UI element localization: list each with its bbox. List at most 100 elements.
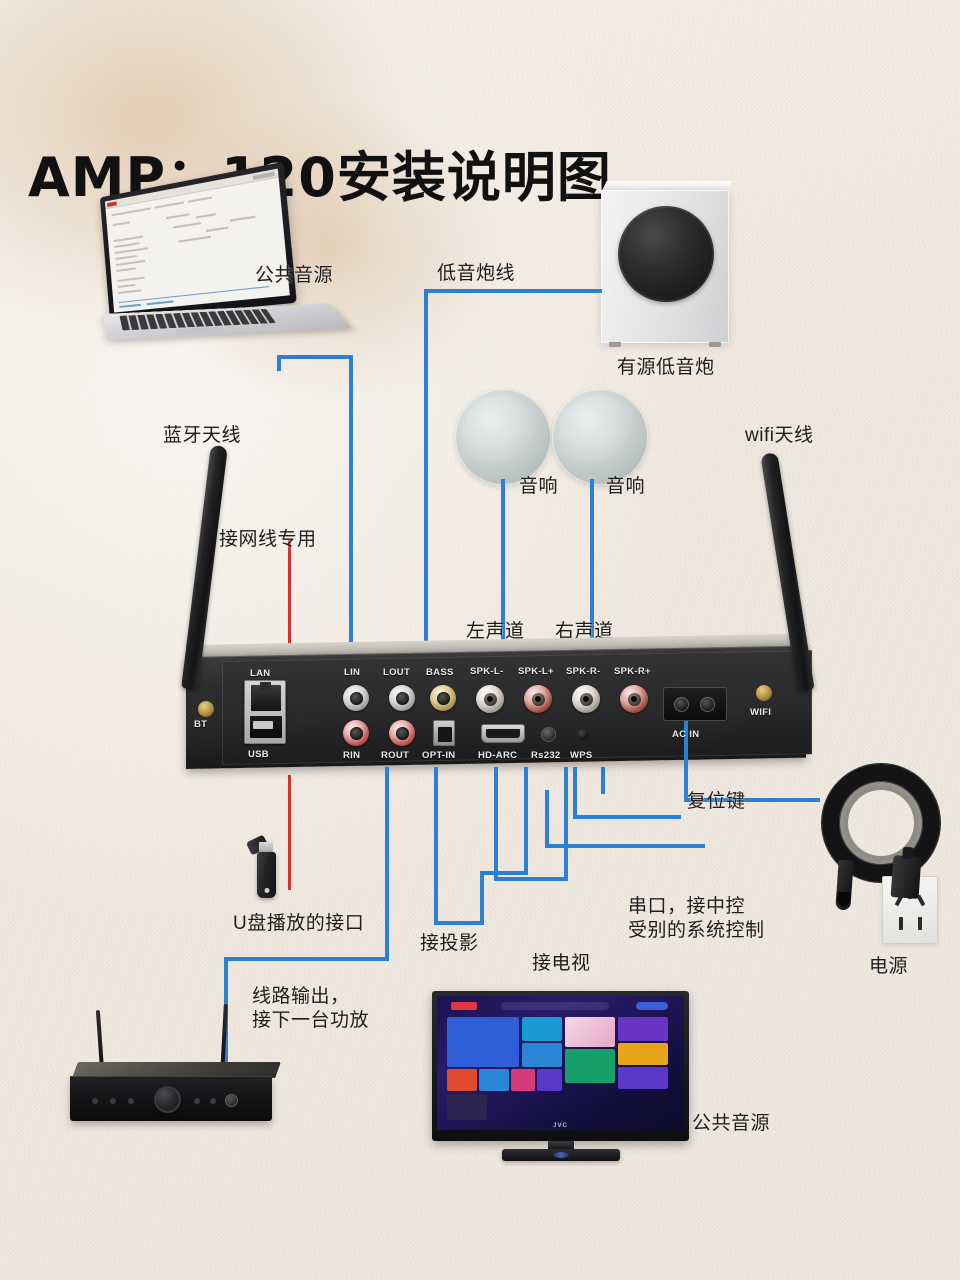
- ac-in-jack[interactable]: [663, 687, 727, 721]
- amp2-headphone-jack[interactable]: [225, 1094, 238, 1107]
- tv-tile[interactable]: [618, 1043, 668, 1065]
- wire-acin-to-cord: [684, 798, 820, 802]
- television-public-source: JVC: [432, 991, 689, 1176]
- rca-jack-rin[interactable]: [343, 720, 369, 746]
- wifi-antenna-connector: [756, 685, 772, 701]
- rj45-jack[interactable]: [251, 682, 281, 711]
- wire-laptop-to-lin: [349, 355, 353, 645]
- tv-ui-topbar: [451, 1001, 670, 1011]
- label-rs232-note: 串口，接中控 受别的系统控制: [628, 896, 765, 942]
- tv-tile[interactable]: [511, 1069, 535, 1091]
- rca-jack-lout[interactable]: [389, 685, 415, 711]
- label-lan-note: 接网线专用: [219, 529, 317, 550]
- wire-opt-down: [434, 767, 438, 925]
- usb-a-jack[interactable]: [250, 716, 282, 738]
- rca-jack-rout[interactable]: [389, 720, 415, 746]
- wire-laptop-down: [277, 355, 281, 371]
- tv-app-logo-icon: [451, 1002, 477, 1010]
- usb-body: [257, 852, 276, 898]
- label-speaker-right: 音响: [606, 476, 646, 497]
- tv-search-bar[interactable]: [501, 1002, 609, 1010]
- wire-rout-down: [385, 767, 389, 961]
- tv-tile[interactable]: [479, 1069, 509, 1091]
- tv-tile[interactable]: [537, 1069, 562, 1091]
- port-label-rout: ROUT: [381, 750, 410, 761]
- usb-flash-drive: [245, 834, 282, 900]
- tv-tile[interactable]: [618, 1067, 668, 1089]
- wire-rout-left: [224, 957, 389, 961]
- wire-rs232-stub: [601, 767, 605, 794]
- label-power-note: 电源: [869, 956, 909, 977]
- label-speaker-left: 音响: [519, 476, 559, 497]
- power-cord: [820, 764, 950, 954]
- rca-jack-lin[interactable]: [343, 685, 369, 711]
- amplifier-rear-panel: BT LAN USB LIN RIN LOUT ROUT BASS OPT-IN…: [186, 633, 812, 775]
- amp2-front-panel: [70, 1076, 272, 1121]
- amp2-volume-knob[interactable]: [154, 1086, 181, 1113]
- laptop-trackpad: [174, 326, 226, 336]
- port-label-spk-l-plus: SPK-L+: [518, 666, 554, 677]
- wire-opt-right2: [480, 871, 528, 875]
- port-label-hdarc: HD-ARC: [478, 750, 518, 761]
- port-label-lout: LOUT: [383, 667, 411, 678]
- tv-tile[interactable]: [447, 1094, 487, 1120]
- tv-tile[interactable]: [618, 1017, 668, 1041]
- wps-reset-button[interactable]: [577, 729, 588, 740]
- wire-bass-to-subwoofer: [424, 289, 602, 293]
- wire-opt-to-panel: [524, 767, 528, 875]
- label-wifi-antenna: wifi天线: [745, 425, 814, 446]
- wire-speaker-right: [590, 479, 594, 645]
- wire-speaker-left: [501, 479, 505, 645]
- tv-tile[interactable]: [447, 1069, 477, 1091]
- binding-post-spk-l-minus[interactable]: [476, 685, 504, 713]
- port-label-spk-l-minus: SPK-L-: [470, 666, 504, 677]
- wire-wps-down: [573, 767, 577, 819]
- tv-topbar-button[interactable]: [636, 1002, 668, 1010]
- laptop-screen-content: [104, 168, 290, 313]
- port-label-spk-r-plus: SPK-R+: [614, 666, 651, 677]
- binding-post-spk-r-plus[interactable]: [620, 685, 648, 713]
- optical-in-jack[interactable]: [433, 720, 455, 746]
- wire-lan-red-lower: [288, 775, 291, 890]
- second-amplifier: [70, 1003, 282, 1140]
- subwoofer-body: [601, 190, 729, 343]
- port-label-acin: AC IN: [672, 729, 700, 740]
- rca-jack-bass[interactable]: [430, 685, 456, 711]
- wire-lan-red-upper: [288, 540, 291, 645]
- tv-bezel: JVC: [432, 991, 689, 1141]
- subwoofer-driver: [618, 206, 714, 302]
- bt-antenna-connector: [198, 701, 214, 717]
- tv-tile[interactable]: [447, 1017, 519, 1067]
- wire-bass-vertical: [424, 289, 428, 645]
- label-tv-note: 接电视: [532, 953, 591, 974]
- label-reset-note: 复位键: [687, 791, 746, 812]
- binding-post-spk-l-plus[interactable]: [524, 685, 552, 713]
- hdmi-arc-jack[interactable]: [481, 724, 525, 743]
- tv-stand: [547, 1141, 574, 1150]
- wire-wps-right: [573, 815, 681, 819]
- tv-tile[interactable]: [565, 1017, 615, 1047]
- tv-screen: JVC: [437, 996, 684, 1130]
- port-label-bass: BASS: [426, 667, 454, 678]
- port-label-wps: WPS: [570, 750, 593, 761]
- rs232-jack[interactable]: [541, 727, 556, 742]
- tv-tile[interactable]: [565, 1049, 615, 1083]
- label-tv-source: 公共音源: [692, 1113, 771, 1134]
- wire-laptop-corner-top: [277, 355, 353, 359]
- binding-post-spk-r-minus[interactable]: [572, 685, 600, 713]
- tv-tile[interactable]: [522, 1043, 562, 1067]
- port-label-optin: OPT-IN: [422, 750, 456, 761]
- tv-brand-logo: JVC: [553, 1123, 568, 1129]
- ceiling-speaker-right: [552, 389, 648, 485]
- port-label-bt: BT: [194, 719, 208, 730]
- lan-usb-combo-port[interactable]: [244, 680, 286, 744]
- tv-tile[interactable]: [522, 1017, 562, 1041]
- port-label-lan: LAN: [250, 668, 271, 679]
- label-channel-left: 左声道: [466, 621, 525, 642]
- label-subwoofer: 有源低音炮: [617, 357, 715, 378]
- mains-plug: [890, 855, 922, 899]
- c7-connector: [835, 859, 854, 911]
- port-label-rin: RIN: [343, 750, 361, 761]
- port-label-usb: USB: [248, 749, 269, 760]
